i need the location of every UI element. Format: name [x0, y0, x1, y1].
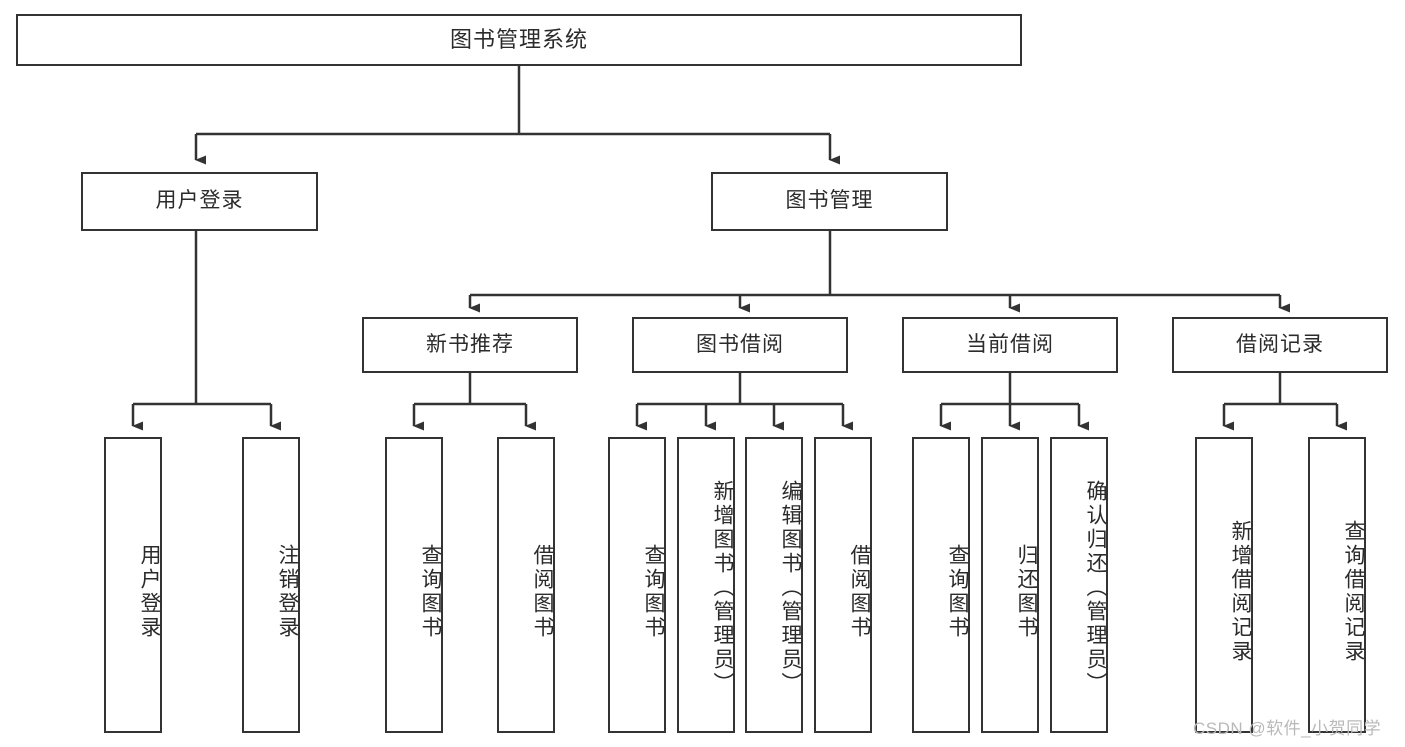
node-book-management[interactable]: 图书管理 — [711, 172, 948, 231]
node-label: 借阅图书 — [848, 544, 871, 640]
edge-new-book-to-leaves — [412, 373, 536, 431]
node-new-book-recommend[interactable]: 新书推荐 — [362, 317, 578, 373]
node-label: 用户登录 — [138, 544, 161, 640]
leaf-add-book-admin[interactable]: 新增图书（管理员） — [677, 437, 735, 733]
node-label: 借阅图书 — [531, 544, 554, 640]
leaf-confirm-return-admin[interactable]: 确认归还（管理员） — [1050, 437, 1108, 733]
leaf-logout-login[interactable]: 注销登录 — [242, 437, 300, 733]
node-label: 确认归还（管理员） — [1084, 480, 1107, 696]
node-label: 用户登录 — [155, 189, 244, 213]
node-label: 查询图书 — [419, 544, 442, 640]
node-label: 当前借阅 — [966, 332, 1054, 356]
leaf-query-book-borrow[interactable]: 查询图书 — [608, 437, 666, 733]
node-user-login[interactable]: 用户登录 — [81, 172, 318, 231]
node-current-borrow[interactable]: 当前借阅 — [902, 317, 1118, 373]
node-root-system[interactable]: 图书管理系统 — [16, 14, 1022, 66]
edge-book-borrow-to-leaves — [635, 373, 853, 431]
node-label: 新增图书（管理员） — [711, 480, 734, 696]
leaf-borrow-book-recommend[interactable]: 借阅图书 — [497, 437, 555, 733]
edge-book-manage-to-level3 — [468, 231, 1290, 313]
leaf-borrow-book[interactable]: 借阅图书 — [814, 437, 872, 733]
leaf-edit-book-admin[interactable]: 编辑图书（管理员） — [745, 437, 803, 733]
node-label: 图书管理系统 — [449, 26, 588, 52]
node-label: 新增借阅记录 — [1229, 520, 1252, 664]
node-label: 注销登录 — [276, 544, 299, 640]
leaf-query-book-current[interactable]: 查询图书 — [912, 437, 970, 733]
csdn-watermark: CSDN @软件_小贺同学 — [1193, 719, 1382, 738]
edge-user-login-to-leaves — [131, 231, 281, 431]
node-label: 编辑图书（管理员） — [779, 480, 802, 696]
leaf-query-borrow-record[interactable]: 查询借阅记录 — [1308, 437, 1366, 733]
edge-current-borrow-to-leaves — [939, 373, 1089, 431]
node-label: 借阅记录 — [1236, 332, 1324, 356]
leaf-user-login[interactable]: 用户登录 — [104, 437, 162, 733]
node-label: 查询借阅记录 — [1342, 520, 1365, 664]
leaf-query-book-recommend[interactable]: 查询图书 — [385, 437, 443, 733]
node-label: 归还图书 — [1015, 544, 1038, 640]
leaf-return-book[interactable]: 归还图书 — [981, 437, 1039, 733]
edge-borrow-record-to-leaves — [1222, 373, 1347, 431]
node-label: 图书管理 — [785, 189, 874, 213]
node-label: 查询图书 — [642, 544, 665, 640]
node-borrow-record[interactable]: 借阅记录 — [1172, 317, 1388, 373]
node-label: 查询图书 — [946, 544, 969, 640]
node-label: 图书借阅 — [696, 332, 784, 356]
node-book-borrow[interactable]: 图书借阅 — [632, 317, 848, 373]
leaf-add-borrow-record[interactable]: 新增借阅记录 — [1195, 437, 1253, 733]
node-label: 新书推荐 — [426, 332, 514, 356]
edge-root-to-level2 — [194, 66, 840, 165]
